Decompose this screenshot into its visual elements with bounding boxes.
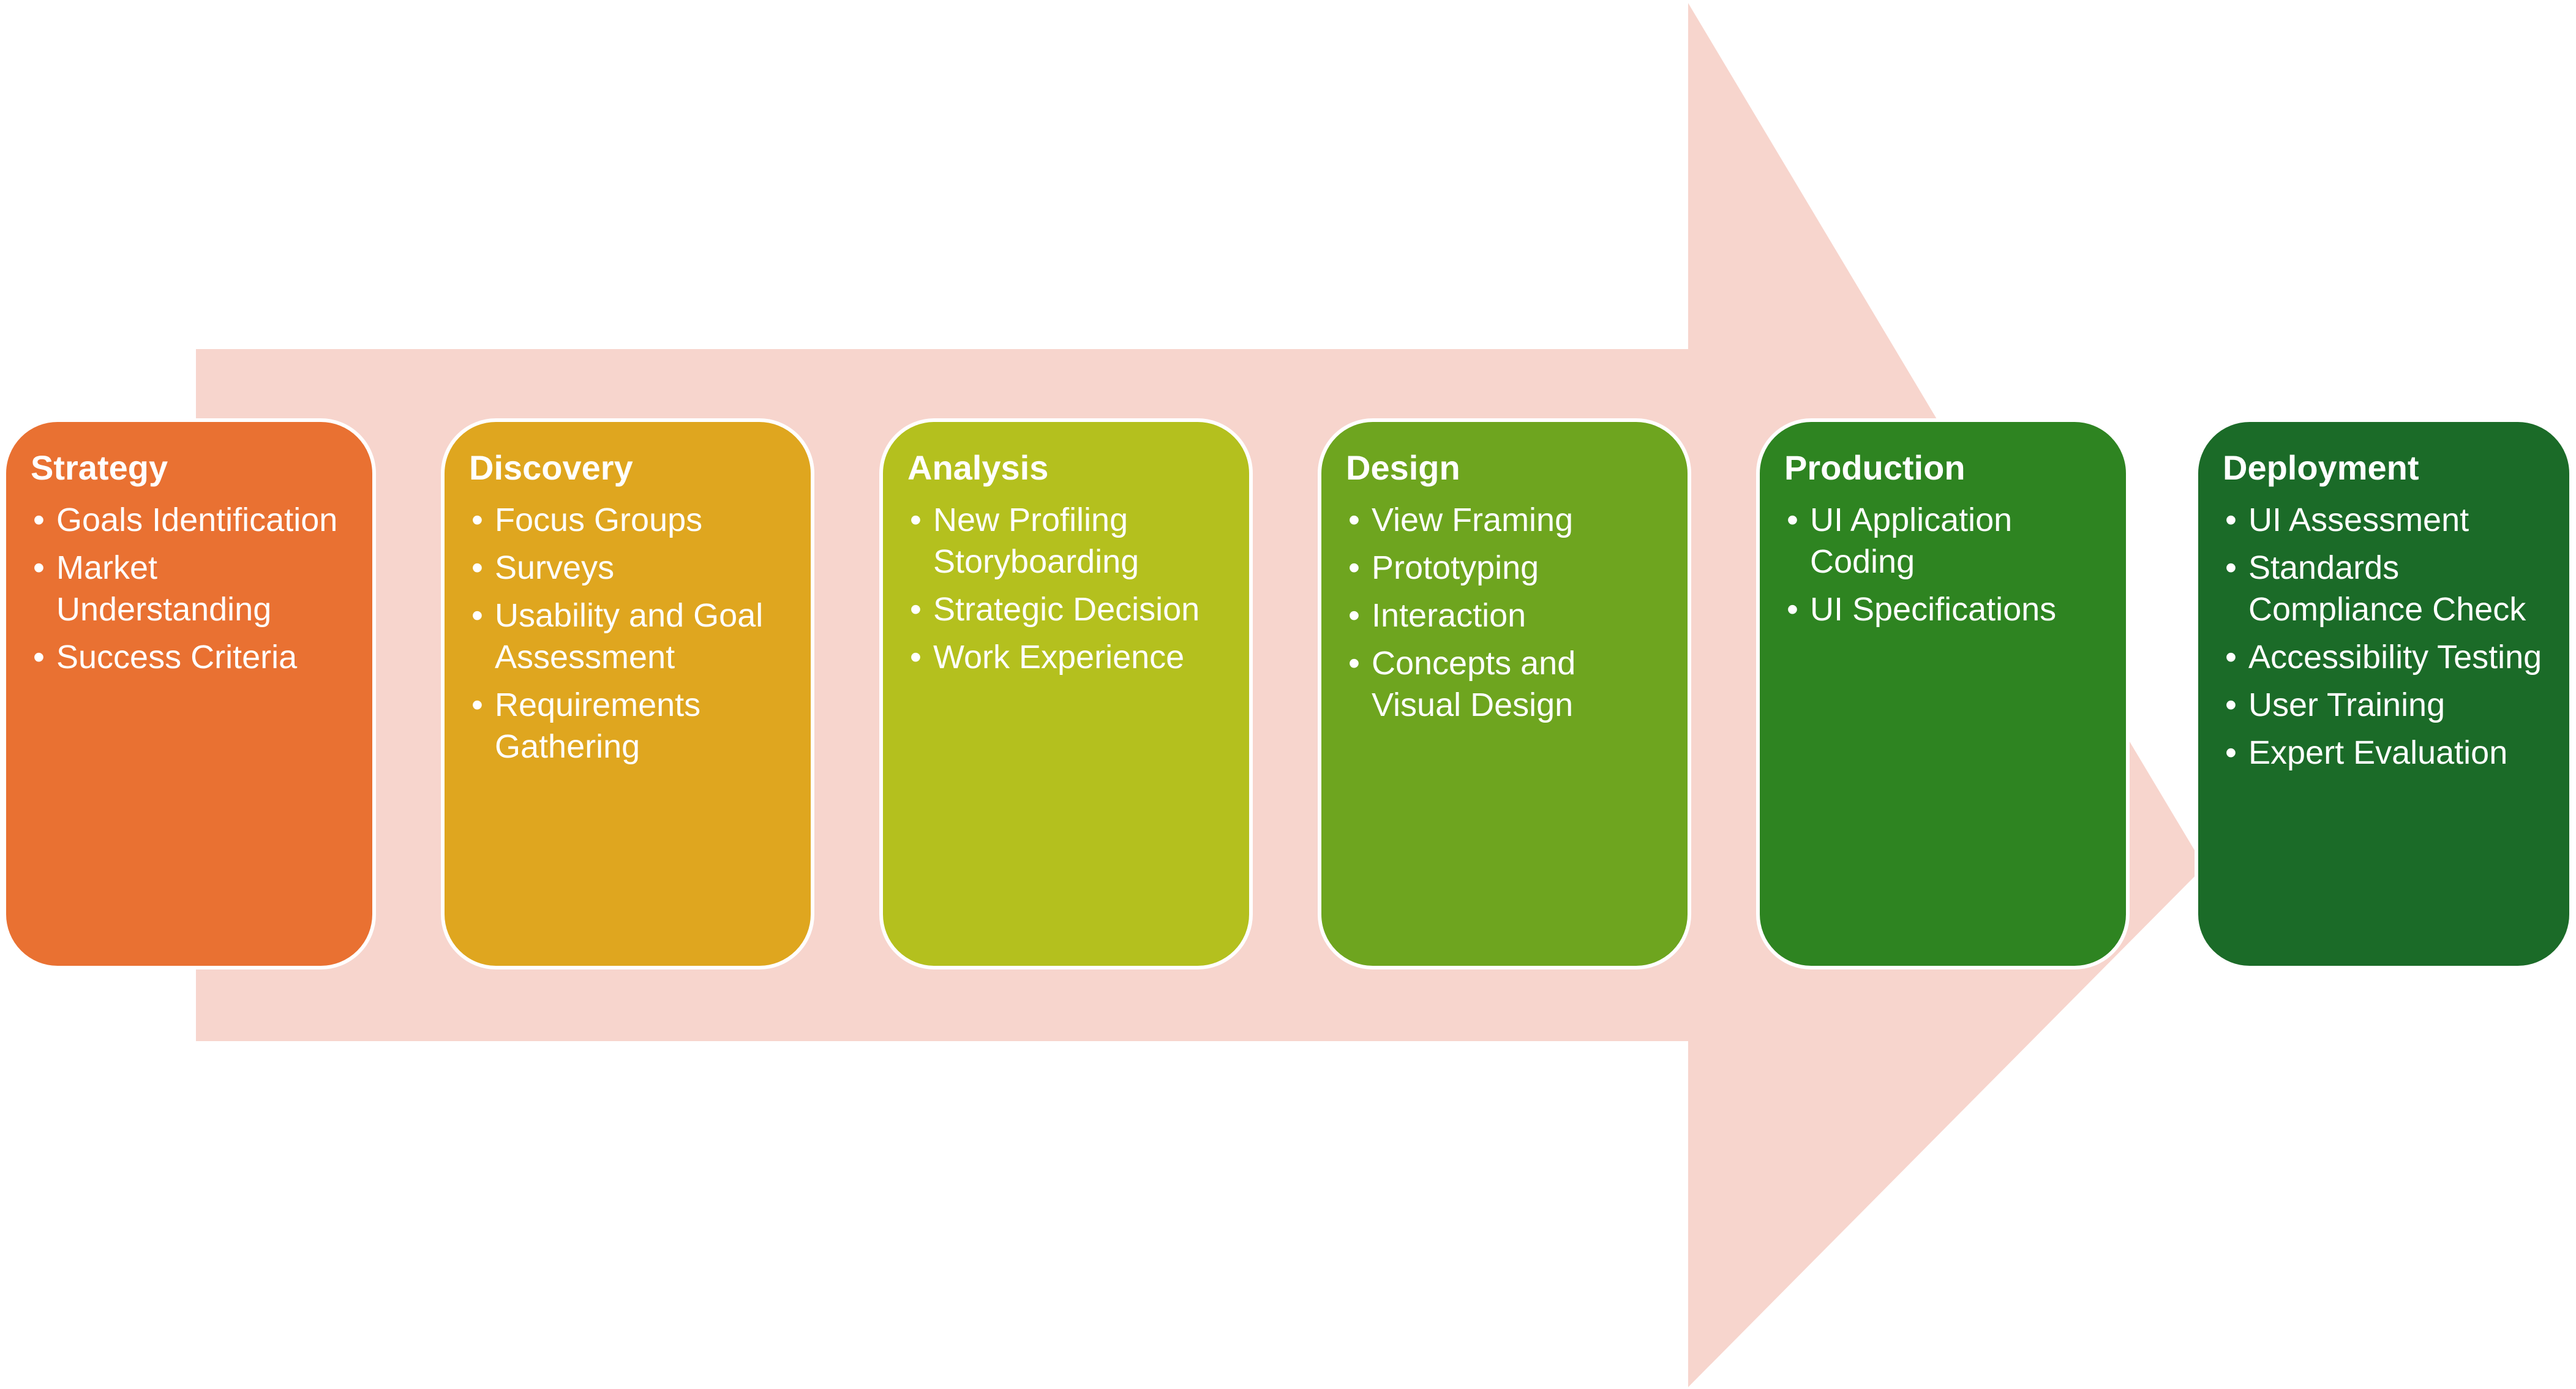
stage-item-label: Interaction — [1372, 597, 1526, 634]
stage-item-label: Strategic Decision — [933, 591, 1200, 628]
stage-item-label: New Profiling Storyboarding — [933, 502, 1140, 580]
stage-title: Deployment — [2223, 448, 2419, 487]
stage-item: • Accessibility Testing — [2223, 636, 2553, 678]
stage-title: Production — [1784, 448, 1966, 487]
bullet-icon: • — [33, 639, 45, 676]
bullet-icon: • — [1787, 591, 1798, 628]
stage-item: • Expert Evaluation — [2223, 732, 2553, 774]
stage-title: Design — [1346, 448, 1460, 487]
stage-production: Production • UI Application Coding • UI Sp… — [1756, 418, 2130, 969]
bullet-icon: • — [471, 502, 483, 538]
stage-item: • Concepts and Visual Design — [1346, 642, 1672, 726]
stage-item: • Work Experience — [907, 636, 1233, 678]
bullet-icon: • — [1348, 502, 1360, 538]
bullet-icon: • — [2225, 687, 2237, 723]
stage-item-label: Usability and Goal Assessment — [495, 597, 764, 676]
stage-title: Strategy — [31, 448, 168, 487]
bullet-icon: • — [1348, 549, 1360, 586]
bullet-icon: • — [2225, 639, 2237, 676]
stage-item: • UI Application Coding — [1784, 499, 2110, 582]
stage-item: • UI Assessment — [2223, 499, 2553, 541]
stage-item-label: Requirements Gathering — [495, 687, 701, 765]
stage-item: • Prototyping — [1346, 547, 1672, 589]
stage-item-label: UI Assessment — [2248, 502, 2469, 538]
bullet-icon: • — [33, 549, 45, 586]
stage-items: • UI Application Coding • UI Specification… — [1784, 499, 2110, 630]
stage-item: • Goals Identification — [31, 499, 356, 541]
stage-item-label: Expert Evaluation — [2248, 734, 2508, 771]
stage-item-label: Standards Compliance Check — [2248, 549, 2526, 628]
bullet-icon: • — [2225, 549, 2237, 586]
stage-items: • Focus Groups • Surveys • Usability and Go… — [469, 499, 795, 767]
stage-item-label: Market Understanding — [56, 549, 272, 628]
stage-item-label: Concepts and Visual Design — [1372, 645, 1576, 723]
bullet-icon: • — [471, 549, 483, 586]
bullet-icon: • — [2225, 734, 2237, 771]
stage-item-label: Work Experience — [933, 639, 1185, 676]
stage-item: • Focus Groups — [469, 499, 795, 541]
stage-item: • Standards Compliance Check — [2223, 547, 2553, 630]
stage-item-label: Accessibility Testing — [2248, 639, 2542, 676]
stage-item-label: Success Criteria — [56, 639, 298, 676]
stage-items: • UI Assessment • Standards Compliance Che… — [2223, 499, 2553, 774]
stage-item-label: UI Application Coding — [1810, 502, 2013, 580]
stage-item-label: View Framing — [1372, 502, 1574, 538]
stage-item-label: UI Specifications — [1810, 591, 2057, 628]
stage-item: • Strategic Decision — [907, 589, 1233, 630]
stage-item-label: Focus Groups — [495, 502, 703, 538]
bullet-icon: • — [33, 502, 45, 538]
stage-design: Design • View Framing • Prototyping • Inter… — [1318, 418, 1691, 969]
stage-item: • UI Specifications — [1784, 589, 2110, 630]
bullet-icon: • — [2225, 502, 2237, 538]
stage-items: • Goals Identification • Market Understand… — [31, 499, 356, 678]
stage-title: Analysis — [907, 448, 1049, 487]
stage-item: • Success Criteria — [31, 636, 356, 678]
stage-item: • Surveys — [469, 547, 795, 589]
bullet-icon: • — [910, 639, 922, 676]
bullet-icon: • — [910, 591, 922, 628]
stage-item-label: User Training — [2248, 687, 2446, 723]
stage-analysis: Analysis • New Profiling Storyboarding • S… — [879, 418, 1253, 969]
stage-title: Discovery — [469, 448, 633, 487]
bullet-icon: • — [1348, 597, 1360, 634]
stage-item-label: Goals Identification — [56, 502, 338, 538]
bullet-icon: • — [910, 502, 922, 538]
stage-items: • New Profiling Storyboarding • Strategic … — [907, 499, 1233, 678]
stage-items: •View Framing •Prototyping •Interaction … — [1346, 499, 1672, 726]
bullet-icon: • — [1787, 502, 1798, 538]
bullet-icon: • — [1348, 645, 1360, 682]
stage-discovery: Discovery • Focus Groups • Surveys • Usabil… — [441, 418, 814, 969]
stage-item-label: Surveys — [495, 549, 615, 586]
stage-item-label: Prototyping — [1372, 549, 1539, 586]
stage-item: • User Training — [2223, 684, 2553, 726]
stage-strategy: Strategy • Goals Identification • Market U… — [2, 418, 376, 969]
stage-item: • New Profiling Storyboarding — [907, 499, 1233, 582]
bullet-icon: • — [471, 687, 483, 723]
stage-item: • View Framing — [1346, 499, 1672, 541]
stage-item: • Requirements Gathering — [469, 684, 795, 767]
stage-item: • Interaction — [1346, 595, 1672, 636]
stage-item: • Usability and Goal Assessment — [469, 595, 795, 678]
stage-item: • Market Understanding — [31, 547, 356, 630]
bullet-icon: • — [471, 597, 483, 634]
stage-deployment: Deployment • UI Assessment • Standards Com… — [2195, 418, 2573, 969]
